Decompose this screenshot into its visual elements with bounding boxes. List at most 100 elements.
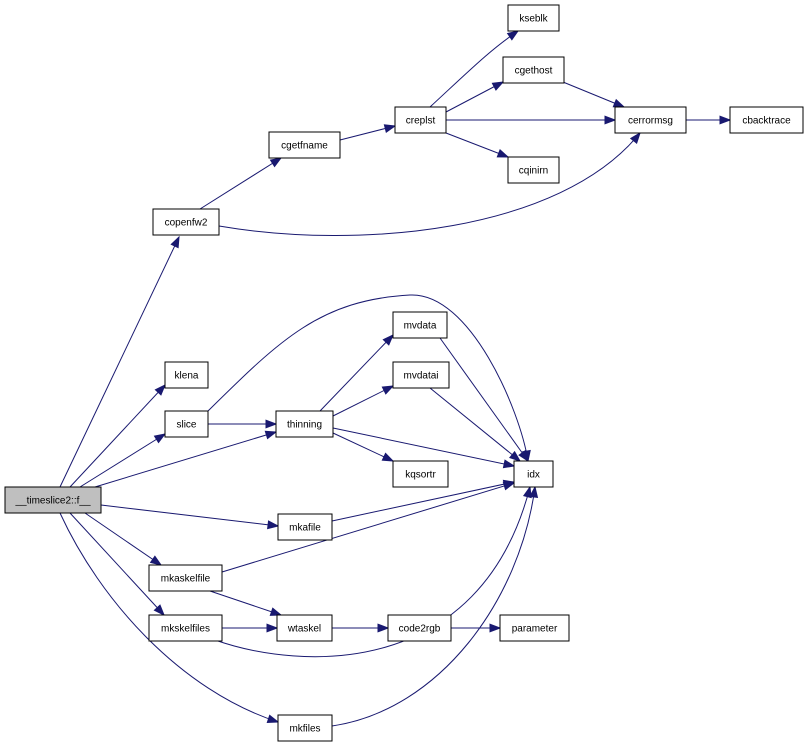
- edge-line: [59, 512, 279, 723]
- node-box[interactable]: [729, 106, 804, 134]
- edge-creplst-to-cgethost: [445, 81, 505, 113]
- node-idx[interactable]: idx: [513, 460, 554, 488]
- node-box[interactable]: [275, 410, 334, 438]
- node-kqsortr[interactable]: kqsortr: [392, 460, 449, 488]
- node-box[interactable]: [394, 106, 447, 134]
- node-box[interactable]: [614, 106, 687, 134]
- edge-line: [207, 294, 529, 462]
- node-cgetfname[interactable]: cgetfname: [268, 131, 341, 159]
- arrowhead: [153, 604, 165, 617]
- node-klena[interactable]: klena: [164, 361, 209, 389]
- node-box[interactable]: [152, 208, 220, 236]
- node-box[interactable]: [499, 614, 570, 642]
- node-cerrormsg[interactable]: cerrormsg: [614, 106, 687, 134]
- edge-line: [429, 30, 519, 108]
- node-box[interactable]: [164, 410, 209, 438]
- node-thinning[interactable]: thinning: [275, 410, 334, 438]
- node-cqinirn[interactable]: cqinirn: [507, 156, 560, 184]
- arrowhead: [149, 555, 163, 566]
- node-box[interactable]: [276, 614, 333, 642]
- node-label: __timeslice2::f__: [14, 496, 90, 507]
- node-copenfw2[interactable]: copenfw2: [152, 208, 220, 236]
- node-label: parameter: [512, 624, 558, 635]
- edge-thinning-to-idx: [332, 427, 516, 469]
- edge-line: [445, 81, 504, 113]
- node-box[interactable]: [502, 56, 565, 84]
- edge-line: [221, 482, 515, 573]
- node-root[interactable]: __timeslice2::f__: [4, 486, 102, 514]
- node-box[interactable]: [392, 361, 450, 389]
- edge-mkaskelfile-to-idx: [221, 481, 516, 573]
- arrowhead: [266, 623, 279, 633]
- node-mkafile[interactable]: mkafile: [277, 513, 333, 541]
- node-slice[interactable]: slice: [164, 410, 209, 438]
- edge-mkskelfiles-to-wtaskel: [222, 623, 279, 633]
- node-mvdatai[interactable]: mvdatai: [392, 361, 450, 389]
- node-box[interactable]: [387, 614, 452, 642]
- node-label: creplst: [406, 116, 436, 127]
- node-label: mkfiles: [289, 724, 320, 735]
- node-box[interactable]: [164, 361, 209, 389]
- edge-creplst-to-cqinirn: [445, 132, 510, 158]
- node-box[interactable]: [268, 131, 341, 159]
- node-box[interactable]: [513, 460, 554, 488]
- edge-mvdata-to-idx: [439, 337, 529, 463]
- arrowhead: [522, 485, 532, 499]
- node-label: mkafile: [289, 523, 321, 534]
- node-kseblk[interactable]: kseblk: [507, 4, 560, 32]
- edge-line: [331, 486, 536, 727]
- node-creplst[interactable]: creplst: [394, 106, 447, 134]
- edge-code2rgb-to-parameter: [451, 623, 502, 633]
- edge-thinning-to-mvdatai: [332, 385, 395, 417]
- edge-root-to-mkafile: [100, 504, 280, 530]
- node-box[interactable]: [277, 714, 333, 742]
- node-parameter[interactable]: parameter: [499, 614, 570, 642]
- node-code2rgb[interactable]: code2rgb: [387, 614, 452, 642]
- node-label: cbacktrace: [742, 116, 791, 127]
- node-box[interactable]: [4, 486, 102, 514]
- node-mvdata[interactable]: mvdata: [392, 311, 448, 339]
- node-label: cgethost: [515, 66, 553, 77]
- edge-root-to-slice: [79, 433, 167, 488]
- node-box[interactable]: [277, 513, 333, 541]
- node-label: cqinirn: [519, 166, 548, 177]
- arrowhead: [382, 333, 394, 346]
- node-cgethost[interactable]: cgethost: [502, 56, 565, 84]
- arrowhead: [153, 433, 167, 444]
- node-box[interactable]: [392, 311, 448, 339]
- edge-line: [445, 132, 509, 158]
- node-wtaskel[interactable]: wtaskel: [276, 614, 333, 642]
- node-label: kseblk: [519, 14, 548, 25]
- node-box[interactable]: [148, 564, 223, 592]
- edge-root-to-mkfiles: [59, 512, 280, 724]
- arrowhead: [629, 131, 641, 145]
- node-cbacktrace[interactable]: cbacktrace: [729, 106, 804, 134]
- edge-line: [69, 512, 165, 616]
- node-box[interactable]: [148, 614, 223, 642]
- node-box[interactable]: [507, 4, 560, 32]
- node-mkaskelfile[interactable]: mkaskelfile: [148, 564, 223, 592]
- edge-root-to-thinning: [94, 430, 278, 488]
- arrowhead: [267, 520, 280, 530]
- node-mkskelfiles[interactable]: mkskelfiles: [148, 614, 223, 642]
- edge-cerrormsg-to-cbacktrace: [686, 115, 732, 125]
- arrowhead: [269, 157, 283, 168]
- node-label: kqsortr: [405, 470, 436, 481]
- arrowhead: [269, 607, 283, 616]
- node-mkfiles[interactable]: mkfiles: [277, 714, 333, 742]
- arrowhead: [518, 449, 529, 463]
- edge-creplst-to-cerrormsg: [446, 115, 617, 125]
- arrowhead: [383, 124, 397, 133]
- arrowhead: [170, 235, 180, 249]
- edge-thinning-to-mvdata: [319, 333, 394, 412]
- arrowhead: [529, 485, 539, 499]
- arrowhead: [381, 452, 395, 462]
- arrowhead: [719, 115, 732, 125]
- edge-line: [319, 334, 394, 412]
- edge-line: [100, 504, 279, 527]
- edge-line: [332, 427, 515, 467]
- node-box[interactable]: [507, 156, 560, 184]
- node-box[interactable]: [392, 460, 449, 488]
- call-edges: [59, 30, 732, 727]
